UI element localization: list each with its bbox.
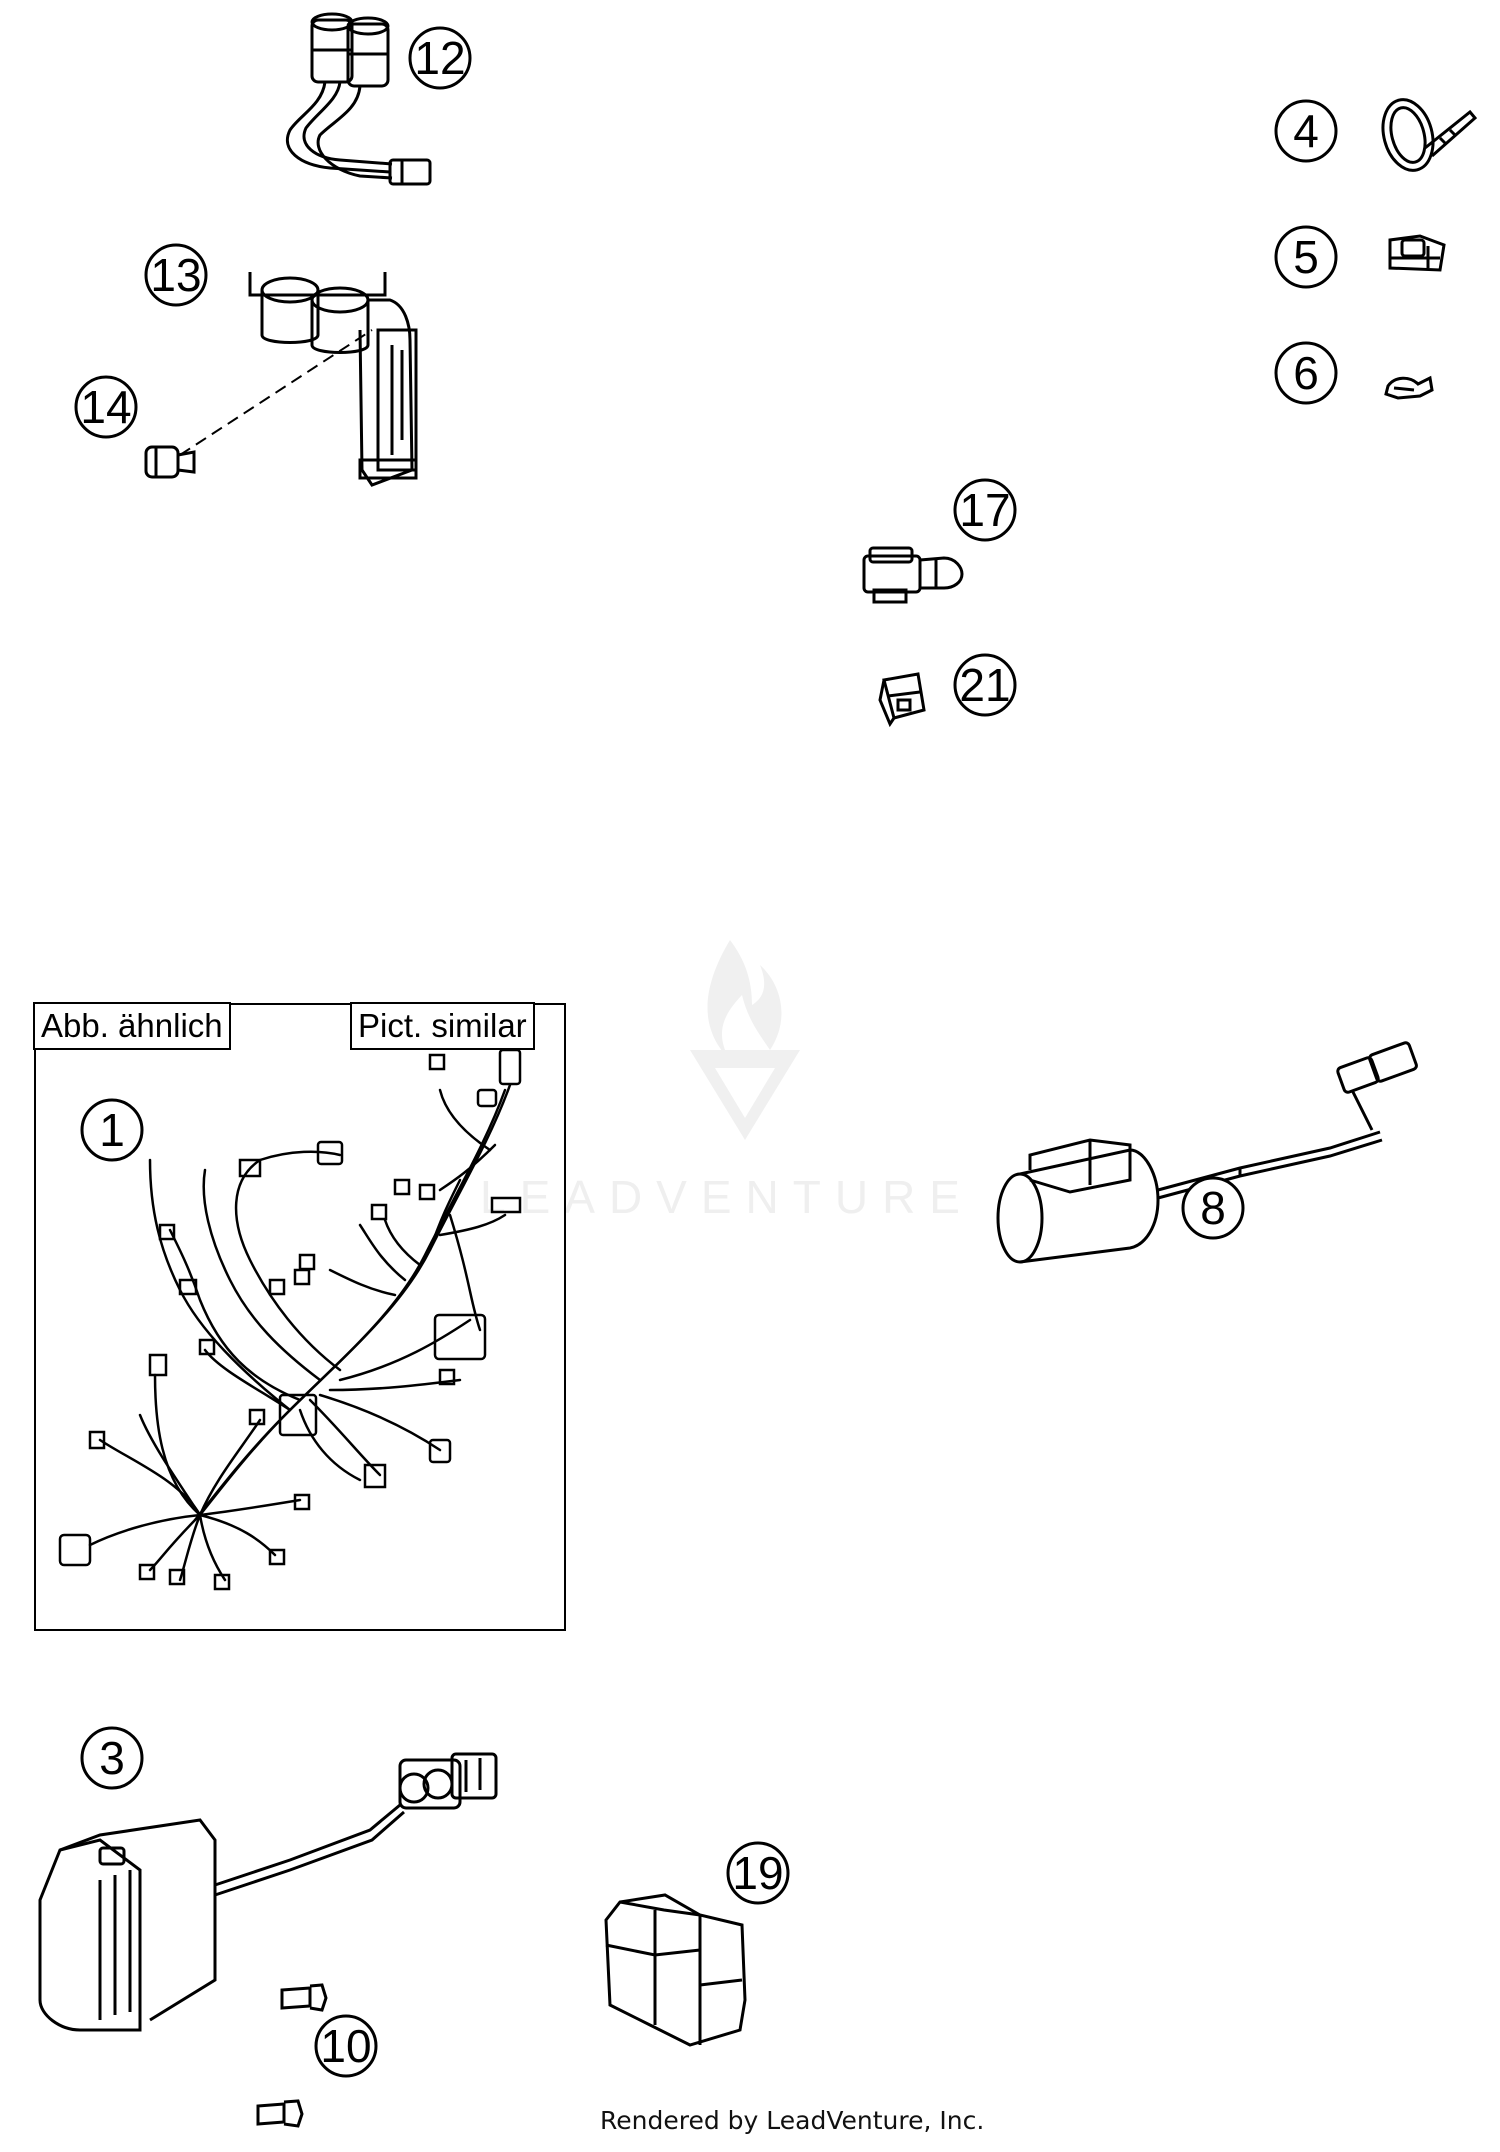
- callout-1: 1: [80, 1098, 144, 1162]
- svg-text:14: 14: [80, 381, 131, 433]
- svg-text:5: 5: [1293, 231, 1319, 283]
- callout-19: 19: [726, 1841, 790, 1905]
- harness-label-right: Pict. similar: [350, 1002, 535, 1050]
- part-10-bolts: [256, 1983, 328, 2128]
- callouts: 12 13 14 4 5 6 17 21: [74, 26, 1338, 2078]
- svg-text:1: 1: [99, 1104, 125, 1156]
- watermark-logo: [690, 940, 800, 1140]
- harness-label-left: Abb. ähnlich: [33, 1002, 231, 1050]
- svg-text:6: 6: [1293, 347, 1319, 399]
- callout-5: 5: [1274, 225, 1338, 289]
- svg-text:8: 8: [1200, 1182, 1226, 1234]
- callout-8: 8: [1181, 1176, 1245, 1240]
- callout-10: 10: [314, 2014, 378, 2078]
- footer-credit: Rendered by LeadVenture, Inc.: [600, 2106, 985, 2135]
- callout-12: 12: [408, 26, 472, 90]
- part-1-wiring-harness: [58, 1048, 522, 1591]
- part-13-bracket: [248, 272, 418, 487]
- part-12-socket-cable: [286, 12, 432, 186]
- callout-14: 14: [74, 375, 138, 439]
- part-5-clip: [1388, 234, 1446, 272]
- svg-text:4: 4: [1293, 105, 1319, 157]
- svg-text:12: 12: [414, 32, 465, 84]
- harness-frame: [34, 1003, 566, 1631]
- callout-17: 17: [953, 478, 1017, 542]
- svg-text:17: 17: [959, 484, 1010, 536]
- svg-text:3: 3: [99, 1732, 125, 1784]
- part-3-regulator: [38, 1752, 498, 2032]
- part-19-block: [604, 1893, 747, 2047]
- part-17-connector: [862, 546, 964, 604]
- part-6-clamp: [1384, 375, 1434, 400]
- svg-text:19: 19: [732, 1847, 783, 1899]
- part-21-plug: [878, 672, 926, 728]
- callout-4: 4: [1274, 99, 1338, 163]
- callout-6: 6: [1274, 341, 1338, 405]
- callout-13: 13: [144, 243, 208, 307]
- svg-text:21: 21: [959, 659, 1010, 711]
- callout-3: 3: [80, 1726, 144, 1790]
- callout-21: 21: [953, 653, 1017, 717]
- watermark-text: LEADVENTURE: [480, 1171, 974, 1223]
- part-4-cable-tie: [1381, 98, 1478, 172]
- svg-text:13: 13: [150, 249, 201, 301]
- svg-text:10: 10: [320, 2020, 371, 2072]
- part-14-screw: [144, 329, 373, 479]
